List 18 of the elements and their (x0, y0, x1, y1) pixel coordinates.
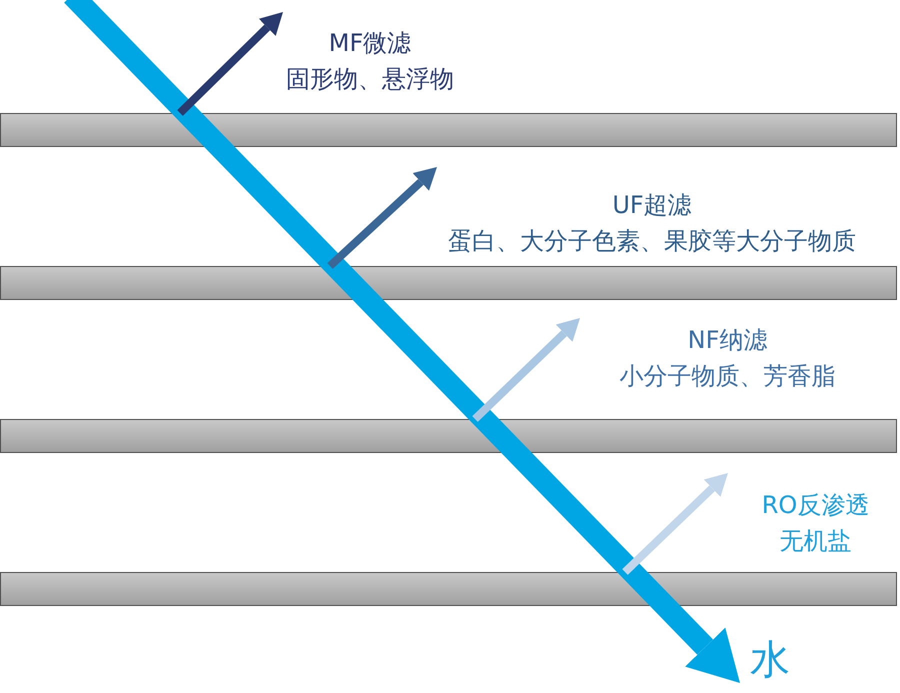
membrane-bar (0, 113, 897, 147)
process-title: MF微滤 (328, 28, 412, 59)
retained-substances-text: 无机盐 (780, 526, 852, 557)
arrow (327, 167, 437, 269)
process-title: RO反渗透 (762, 490, 870, 521)
retained-substances-text: 固形物、悬浮物 (286, 64, 454, 95)
membrane-bar (0, 419, 897, 453)
arrow (177, 12, 283, 116)
output-label: 水 (750, 636, 790, 685)
process-title: NF纳滤 (688, 325, 768, 356)
retained-substances-text: 小分子物质、芳香脂 (620, 361, 836, 392)
arrow (622, 473, 728, 575)
retained-substances-text: 蛋白、大分子色素、果胶等大分子物质 (448, 226, 856, 257)
process-title: UF超滤 (612, 190, 692, 221)
arrow (64, 0, 740, 683)
membrane-bar (0, 572, 897, 606)
arrow (472, 318, 580, 422)
membrane-bar (0, 266, 897, 300)
